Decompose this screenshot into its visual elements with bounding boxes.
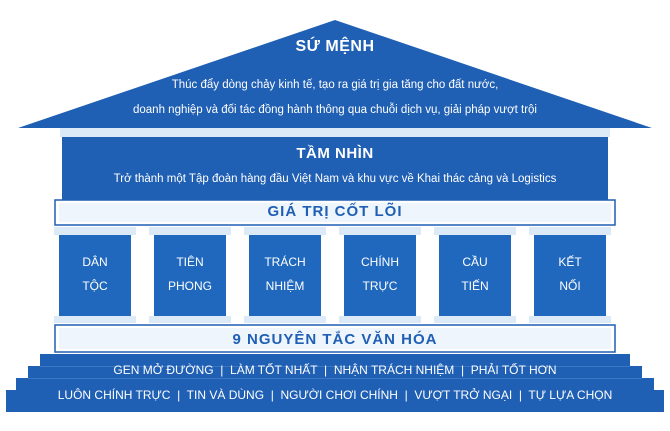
pillar-tien-phong: TIÊN PHONG (154, 250, 226, 310)
vision-block (62, 137, 608, 200)
pillar-dan-toc: DÂN TỘC (59, 250, 131, 310)
pillar-label-line-2: TỘC (82, 279, 108, 293)
pillar-ket-noi: KẾT NỐI (534, 250, 606, 310)
mission-title: SỨ MỆNH (295, 38, 375, 55)
pillar-bases (54, 316, 611, 323)
pillar-label-line-1: TIÊN (176, 255, 204, 269)
pillar-label-line-1: DÂN (82, 255, 108, 269)
culture-principles-line-1: GEN MỞ ĐƯỜNG | LÀM TỐT NHẤT | NHẬN TRÁCH… (113, 363, 557, 377)
culture-principles-line-2: LUÔN CHÍNH TRỰC | TIN VÀ DÙNG | NGƯỜI CH… (57, 388, 613, 402)
vision-text: Trở thành một Tập đoàn hàng đầu Việt Nam… (113, 173, 557, 185)
pillar-label-line-2: PHONG (167, 279, 212, 293)
stepped-base (6, 354, 664, 412)
pillar-label-line-2: TRỰC (362, 279, 398, 293)
mission-text-line-2: doanh nghiệp và đối tác đồng hành thông … (133, 104, 537, 116)
pillar-label-line-1: CẦU (462, 255, 488, 269)
core-values-title: GIÁ TRỊ CỐT LÕI (267, 203, 403, 220)
roof-cornice (60, 128, 610, 137)
mission-text-line-1: Thúc đẩy dòng chảy kinh tế, tạo ra giá t… (171, 79, 499, 91)
pillar-label-line-2: NỐI (559, 279, 581, 293)
pillar-label-line-2: NHIỆM (265, 279, 305, 293)
pillar-label-line-2: TIẾN (461, 279, 489, 293)
culture-principles-title: 9 NGUYÊN TẮC VĂN HÓA (232, 331, 438, 348)
pillar-cau-tien: CẦU TIẾN (439, 250, 511, 310)
pillar-chinh-truc: CHÍNH TRỰC (344, 250, 416, 310)
pillar-label-line-1: KẾT (558, 255, 582, 269)
pillar-trach-nhiem: TRÁCH NHIỆM (249, 250, 321, 310)
pillar-label-line-1: TRÁCH (264, 255, 306, 269)
pillar-capitals (54, 227, 611, 235)
pillar-shafts (59, 235, 606, 321)
vision-title: TẦM NHÌN (296, 145, 374, 162)
roof (18, 20, 652, 128)
pillar-label-line-1: CHÍNH (361, 255, 399, 269)
